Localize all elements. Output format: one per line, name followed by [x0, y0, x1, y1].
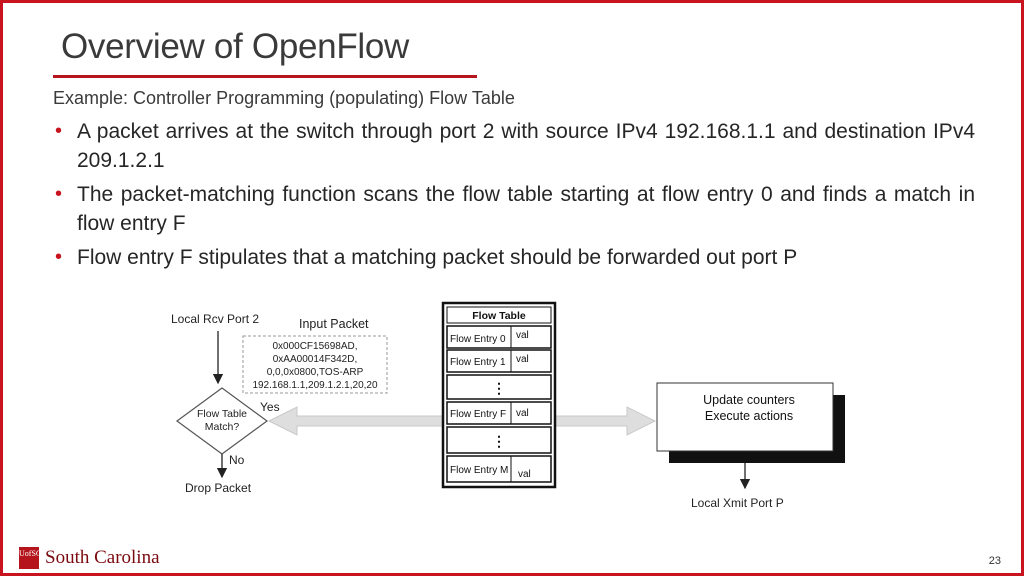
bullet-icon: •	[55, 120, 63, 142]
flow-entry-name: Flow Entry M	[450, 465, 508, 476]
bullet-item: • A packet arrives at the switch through …	[53, 117, 975, 175]
yes-label: Yes	[260, 400, 280, 414]
bullet-icon: •	[55, 183, 63, 205]
logo-badge: UofSC	[19, 547, 41, 569]
packet-line: 0xAA00014F342D,	[273, 354, 358, 365]
bullet-icon: •	[55, 246, 63, 268]
no-label: No	[229, 453, 245, 467]
input-packet-label: Input Packet	[299, 317, 369, 331]
bullet-text: A packet arrives at the switch through p…	[77, 120, 975, 172]
page-number: 23	[988, 555, 1001, 567]
decision-text: Match?	[205, 421, 240, 433]
packet-line: 0x000CF15698AD,	[272, 341, 357, 352]
input-packet-box	[242, 335, 388, 394]
flow-entry-val: val	[516, 408, 529, 419]
bullet-item: • The packet-matching function scans the …	[53, 180, 975, 238]
packet-line: 0,0,0x0800,TOS-ARP	[267, 367, 364, 378]
flow-table-header: Flow Table	[472, 310, 526, 322]
title-underline	[53, 75, 477, 78]
flow-entry-val: val	[516, 330, 529, 341]
flow-entry-name: Flow Entry 0	[450, 334, 506, 345]
bullet-text: The packet-matching function scans the f…	[77, 183, 975, 235]
decision-text: Flow Table	[197, 408, 247, 420]
ellipsis-icon: ⋮	[492, 380, 506, 396]
action-text: Update counters	[703, 393, 795, 407]
openflow-diagram: Local Rcv Port 2 Input Packet 0x000CF156…	[171, 301, 845, 510]
bullet-item: • Flow entry F stipulates that a matching…	[53, 243, 975, 272]
logo-text: South Carolina	[45, 547, 160, 568]
drop-packet-label: Drop Packet	[185, 481, 252, 495]
flow-entry-val: val	[518, 469, 531, 480]
bullet-text: Flow entry F stipulates that a matching …	[77, 246, 798, 269]
action-box	[656, 382, 834, 452]
slide-title: Overview of OpenFlow	[61, 27, 410, 66]
slide-subtitle: Example: Controller Programming (populat…	[53, 88, 515, 108]
bullet-list: • A packet arrives at the switch through …	[53, 117, 975, 277]
packet-line: 192.168.1.1,209.1.2.1,20,20	[252, 380, 378, 391]
local-rcv-label: Local Rcv Port 2	[171, 312, 259, 326]
flow-table: Flow Table Flow Entry 0 val Flow Entry 1…	[441, 301, 557, 489]
flow-entry-name: Flow Entry F	[450, 409, 506, 420]
university-logo: UofSC South Carolina	[19, 547, 160, 569]
flow-entry-name: Flow Entry 1	[450, 357, 506, 368]
local-xmit-label: Local Xmit Port P	[691, 496, 784, 510]
flow-entry-val: val	[516, 354, 529, 365]
ellipsis-icon: ⋮	[492, 433, 506, 449]
action-text: Execute actions	[705, 409, 793, 423]
